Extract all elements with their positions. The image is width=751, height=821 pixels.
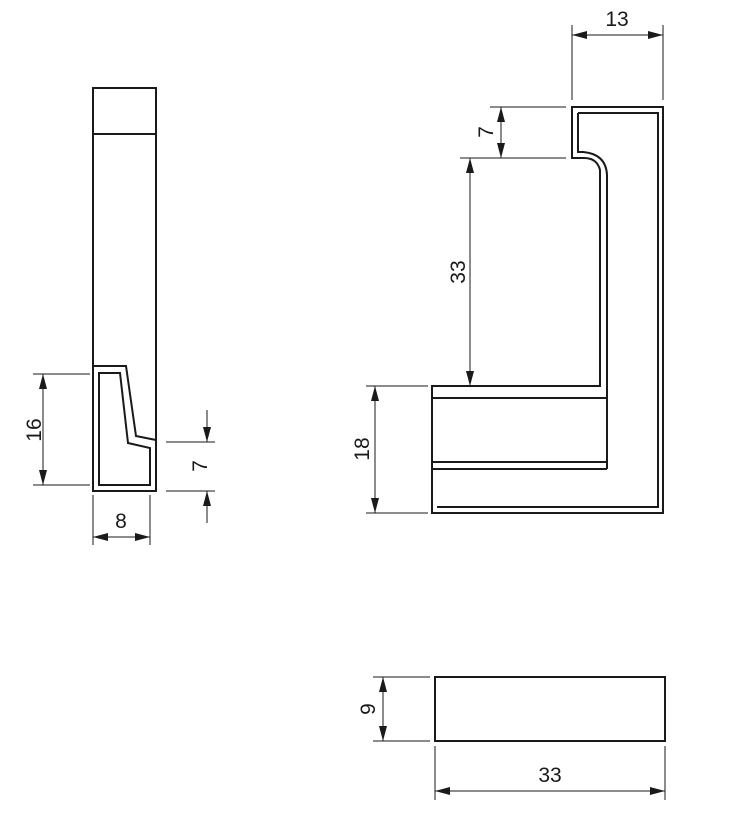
front-view-inner-outer	[437, 112, 659, 508]
front-view	[431, 106, 664, 514]
front-view-outline	[431, 106, 664, 514]
dim-label-front-opening: 33	[447, 260, 470, 283]
arrow-head	[371, 498, 379, 513]
dim-label-side-step: 7	[189, 460, 212, 472]
front-view-inner-profile	[433, 113, 608, 399]
dim-front-top-step: 7	[460, 106, 566, 159]
side-view-outline	[92, 87, 157, 492]
arrow-head	[497, 143, 505, 158]
dim-top-width: 33	[434, 746, 666, 800]
side-view	[92, 87, 157, 492]
arrow-head	[39, 374, 47, 389]
dim-side-width: 8	[92, 495, 151, 545]
arrow-head	[371, 386, 379, 401]
dim-label-front-top-step: 7	[475, 126, 498, 138]
top-view-outline	[434, 676, 666, 742]
arrow-head	[466, 158, 474, 173]
side-view-profile-inner	[98, 372, 151, 486]
dim-side-height: 16	[23, 373, 90, 486]
arrow-head	[39, 470, 47, 485]
arrow-head	[203, 427, 211, 442]
dim-label-front-width: 13	[605, 8, 628, 31]
arrow-head	[466, 371, 474, 386]
dim-label-front-base-height: 18	[351, 437, 374, 460]
side-view-profile-outer	[93, 365, 157, 441]
arrow-head	[379, 677, 387, 692]
dim-top-height: 9	[357, 676, 430, 742]
dim-front-opening: 33	[447, 158, 474, 386]
arrow-head	[650, 787, 665, 795]
arrow-head	[379, 726, 387, 741]
dim-label-side-height: 16	[23, 418, 46, 441]
dim-label-top-width: 33	[538, 764, 561, 787]
dim-side-step: 7	[166, 410, 215, 523]
arrow-head	[93, 533, 108, 541]
dim-front-base-height: 18	[351, 385, 428, 514]
arrow-head	[203, 491, 211, 506]
dim-front-width: 13	[571, 8, 664, 100]
arrow-head	[648, 31, 663, 39]
arrow-head	[435, 787, 450, 795]
arrow-head	[497, 107, 505, 122]
top-view	[434, 676, 666, 742]
arrow-head	[572, 31, 587, 39]
arrow-head	[135, 533, 150, 541]
dim-label-top-height: 9	[357, 703, 380, 715]
dim-label-side-width: 8	[115, 510, 127, 533]
